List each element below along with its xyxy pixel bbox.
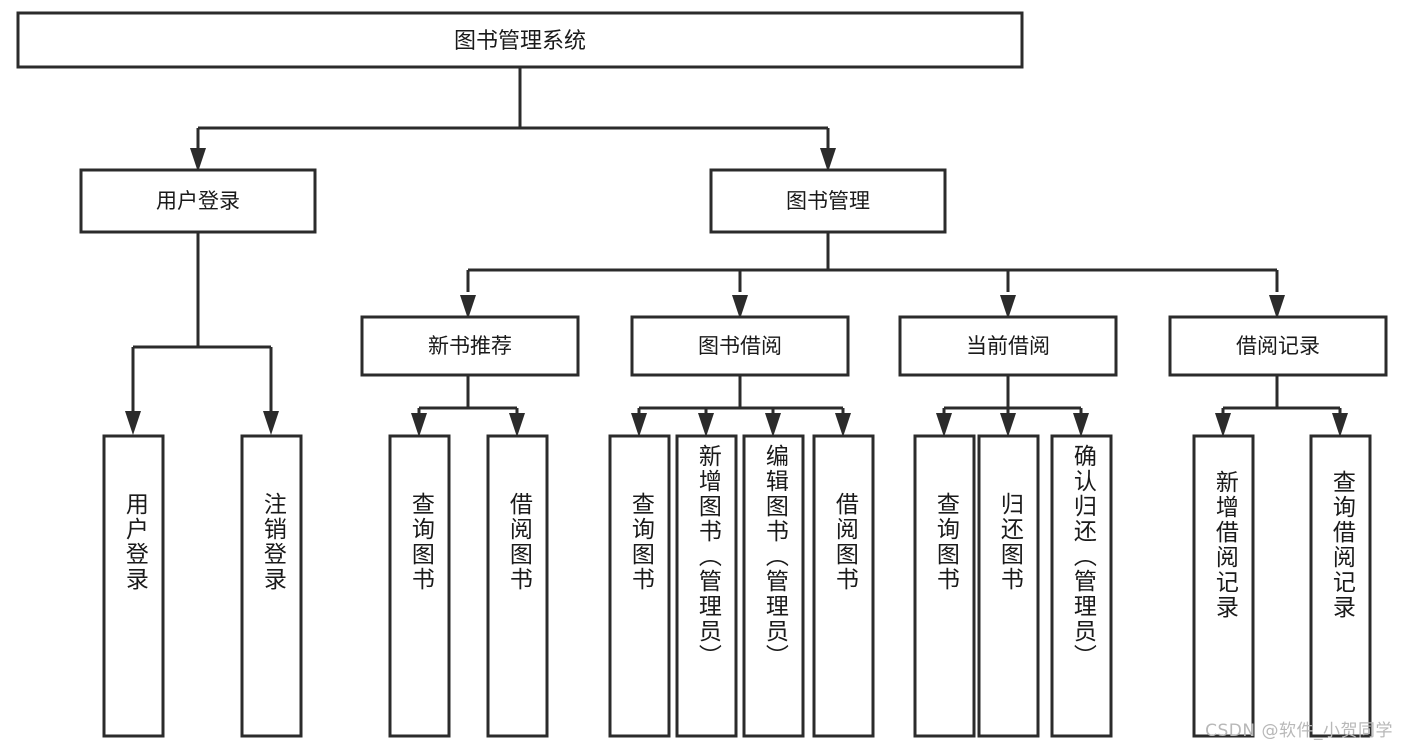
leaf-box[interactable] <box>608 434 671 738</box>
connector-root-to-level2 <box>190 67 836 172</box>
node-current-borrow[interactable] <box>898 315 1118 377</box>
connector-currentborrow-to-leaves <box>936 375 1089 437</box>
leaf-box[interactable] <box>675 434 738 738</box>
connector-borrowrecord-to-leaves <box>1215 375 1348 437</box>
connector-newbook-to-leaves <box>411 375 525 437</box>
node-book-borrow[interactable] <box>630 315 850 377</box>
node-label-borrow-record: 借阅记录 <box>1236 334 1320 358</box>
leaf-box[interactable] <box>913 434 976 738</box>
node-root[interactable] <box>16 11 1024 69</box>
watermark: CSDN @软件_小贺同学 <box>1205 721 1393 741</box>
node-user-login[interactable] <box>79 168 317 234</box>
node-label-current-borrow: 当前借阅 <box>966 334 1050 358</box>
leaf-box[interactable] <box>388 434 451 738</box>
leaf-box[interactable] <box>1309 434 1372 738</box>
node-label-book-management: 图书管理 <box>786 189 870 213</box>
node-new-book-recommend[interactable] <box>360 315 580 377</box>
leaf-box[interactable] <box>486 434 549 738</box>
leaf-box[interactable] <box>240 434 303 738</box>
node-label-user-login: 用户登录 <box>156 189 240 213</box>
leaf-box[interactable] <box>1050 434 1113 738</box>
leaf-box[interactable] <box>102 434 165 738</box>
node-label-book-borrow: 图书借阅 <box>698 334 782 358</box>
leaf-box[interactable] <box>812 434 875 738</box>
leaf-box[interactable] <box>742 434 805 738</box>
connector-userlogin-to-leaves <box>125 232 279 435</box>
node-label-new-book-recommend: 新书推荐 <box>428 334 512 358</box>
node-label-root: 图书管理系统 <box>454 29 586 54</box>
node-borrow-record[interactable] <box>1168 315 1388 377</box>
leaf-box[interactable] <box>977 434 1040 738</box>
connector-bookborrow-to-leaves <box>631 375 851 437</box>
connector-bookmgmt-to-level3 <box>460 232 1285 319</box>
node-book-management[interactable] <box>709 168 947 234</box>
leaf-box[interactable] <box>1192 434 1255 738</box>
